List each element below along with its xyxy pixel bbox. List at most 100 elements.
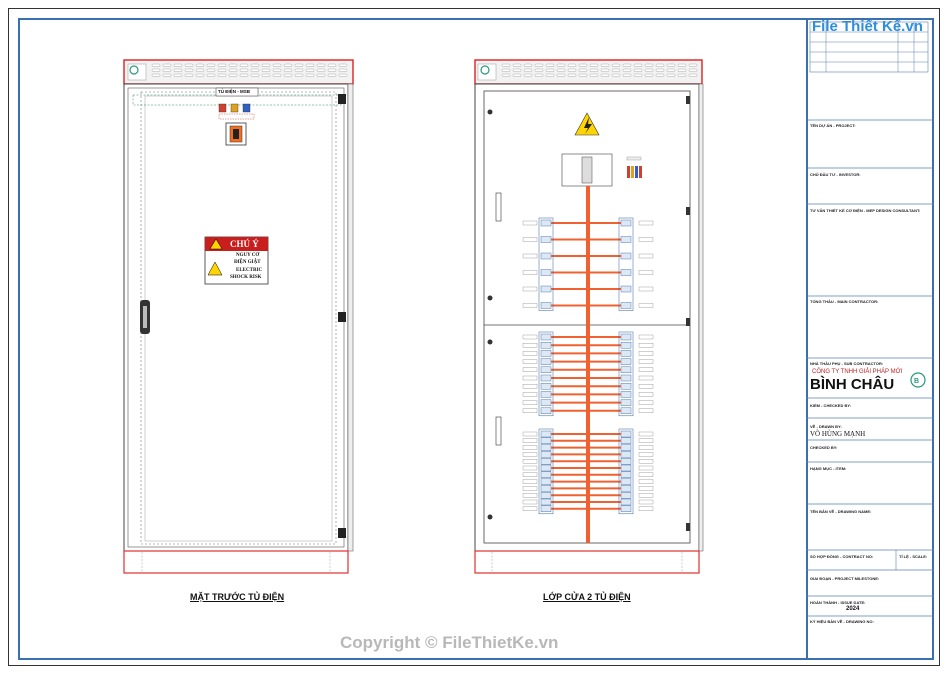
- tb-project: TÊN DỰ ÁN - PROJECT:: [810, 123, 856, 128]
- row-label-right: [638, 303, 654, 308]
- breaker-left: [540, 252, 552, 260]
- row-label-left: [522, 459, 538, 464]
- row-label-left: [522, 452, 538, 457]
- vent-slot: [338, 63, 348, 67]
- breaker-right: [620, 451, 632, 458]
- vent-slot: [688, 68, 698, 72]
- vent-slot: [173, 63, 183, 67]
- tb-item: HẠNG MỤC - ITEM:: [810, 466, 847, 471]
- warning-line1: NGUY CƠ: [236, 253, 260, 258]
- vent-slot: [688, 63, 698, 67]
- row-label-right: [638, 400, 654, 405]
- vent-slot: [316, 68, 326, 72]
- vent-slot: [228, 73, 238, 77]
- vent-slot: [545, 63, 555, 67]
- vent-slot: [162, 68, 172, 72]
- row-label-right: [638, 334, 654, 340]
- vent-slot: [294, 68, 304, 72]
- breaker-left: [540, 219, 552, 227]
- row-label-left: [522, 359, 538, 364]
- row-label-left: [522, 343, 538, 348]
- breaker-left: [540, 285, 552, 293]
- breaker-left: [540, 342, 552, 349]
- vent-slot: [589, 73, 599, 77]
- vent-slot: [151, 68, 161, 72]
- row-label-left: [522, 445, 538, 450]
- breaker-right: [620, 252, 632, 260]
- vent-slot: [327, 68, 337, 72]
- warning-line3: ELECTRIC: [236, 268, 263, 273]
- breaker-left: [540, 383, 552, 390]
- breaker-left: [540, 399, 552, 406]
- row-label-right: [638, 286, 654, 292]
- row-label-right: [638, 438, 654, 443]
- row-label-right: [638, 220, 654, 226]
- breaker-left: [540, 374, 552, 382]
- vent-slot: [622, 68, 632, 72]
- row-label-left: [522, 351, 538, 356]
- vent-slot: [338, 73, 348, 77]
- tb-issue-date: HOÀN THÀNH - ISSUE DATE:: [810, 600, 866, 605]
- tb-sub-contractor: NHÀ THẦU PHỤ - SUB CONTRACTOR:: [810, 361, 884, 366]
- breaker-right: [620, 358, 632, 365]
- row-label-right: [638, 392, 654, 397]
- caption-inner-door: LỚP CỬA 2 TỦ ĐIỆN: [543, 592, 631, 602]
- vent-slot: [294, 63, 304, 67]
- vent-slot: [283, 68, 293, 72]
- breaker-left: [540, 407, 552, 414]
- breaker-left: [540, 478, 552, 485]
- vent-slot: [545, 68, 555, 72]
- vent-slot: [305, 68, 315, 72]
- vent-slot: [206, 73, 216, 77]
- breaker-right: [620, 236, 632, 243]
- vent-slot: [239, 68, 249, 72]
- title-block-grid: B: [806, 21, 934, 617]
- vent-slot: [283, 73, 293, 77]
- breaker-right: [620, 407, 632, 414]
- vent-slot: [633, 68, 643, 72]
- vent-slot: [261, 63, 271, 67]
- breaker-right: [620, 430, 632, 438]
- vent-slot: [283, 63, 293, 67]
- row-label-left: [522, 253, 538, 259]
- vent-slot: [327, 63, 337, 67]
- tb-drawn: VẼ - DRAWN BY:: [810, 424, 842, 429]
- breaker-left: [540, 498, 552, 506]
- vent-slot: [611, 73, 621, 77]
- vent-slot: [305, 63, 315, 67]
- breaker-right: [620, 269, 632, 276]
- tb-contract: SỐ HỢP ĐỒNG - CONTRACT NO:: [810, 554, 874, 559]
- vent-slot: [534, 73, 544, 77]
- vent-slot: [162, 73, 172, 77]
- row-label-right: [638, 431, 654, 437]
- vent-slot: [512, 63, 522, 67]
- vent-slot: [523, 73, 533, 77]
- warning-line4: SHOCK RISK: [230, 275, 262, 280]
- breaker-rail-left: [538, 217, 554, 311]
- row-label-left: [522, 303, 538, 308]
- vent-slot: [644, 73, 654, 77]
- breaker-left: [540, 437, 552, 444]
- tb-investor: CHỦ ĐẦU TƯ - INVESTOR:: [810, 172, 861, 177]
- breaker-right: [620, 498, 632, 506]
- row-label-right: [638, 351, 654, 356]
- tb-drawing-no: KÝ HIỆU BẢN VẼ - DRAWING NO:: [810, 619, 874, 624]
- vent-slot: [556, 68, 566, 72]
- vent-slot: [633, 63, 643, 67]
- vent-slot: [611, 68, 621, 72]
- vent-slot: [250, 73, 260, 77]
- vent-slot: [327, 73, 337, 77]
- vent-slot: [644, 68, 654, 72]
- row-label-right: [638, 253, 654, 259]
- vent-slot: [666, 73, 676, 77]
- vent-slot: [501, 63, 511, 67]
- breaker-right: [620, 219, 632, 227]
- row-label-right: [638, 486, 654, 491]
- vent-slot: [677, 73, 687, 77]
- row-label-left: [522, 465, 538, 471]
- vent-slot: [184, 68, 194, 72]
- tb-company-name: BÌNH CHÂU: [810, 376, 895, 393]
- breaker-left: [540, 492, 552, 499]
- vent-slot: [501, 68, 511, 72]
- vent-slot: [272, 73, 282, 77]
